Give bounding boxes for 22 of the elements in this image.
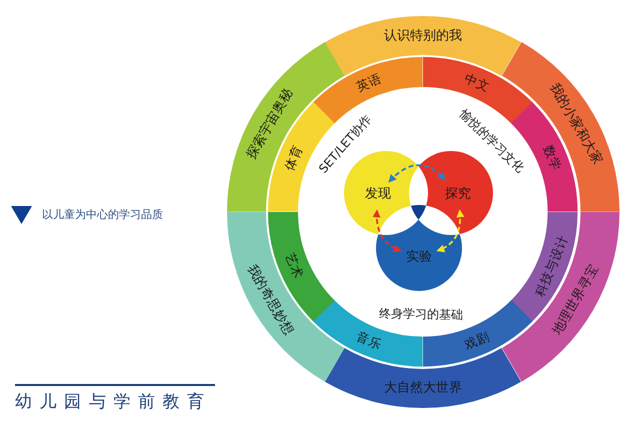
segment-label: 大自然大世界 (384, 382, 462, 395)
segment-label: 科技与设计 (534, 233, 571, 298)
title: 幼儿园与学前教育 (15, 394, 212, 411)
segment-label: 艺术 (282, 251, 304, 280)
arrow (372, 209, 402, 252)
segment-label: 英语 (355, 72, 384, 94)
segment-label: 中文 (462, 72, 491, 94)
segment-label: 数学 (542, 144, 564, 173)
theme-label: 终身学习的基础 (379, 307, 464, 321)
theme-label: 愉悦的学习文化 (457, 107, 526, 174)
circle-label: 探究 (445, 188, 471, 200)
circle-label: 发现 (365, 188, 391, 200)
ring-segment (227, 212, 344, 382)
circle-label: 实验 (406, 250, 432, 264)
segment-label: 体育 (282, 144, 304, 173)
segment-label: 戏剧 (462, 330, 491, 352)
segment-label: 认识特别的我 (384, 29, 462, 42)
arrow (436, 209, 464, 252)
segment-label: 音乐 (355, 330, 384, 352)
arrow (388, 164, 446, 183)
ring-segment (502, 212, 619, 382)
legend-label: 以儿童为中心的学习品质 (42, 209, 163, 220)
